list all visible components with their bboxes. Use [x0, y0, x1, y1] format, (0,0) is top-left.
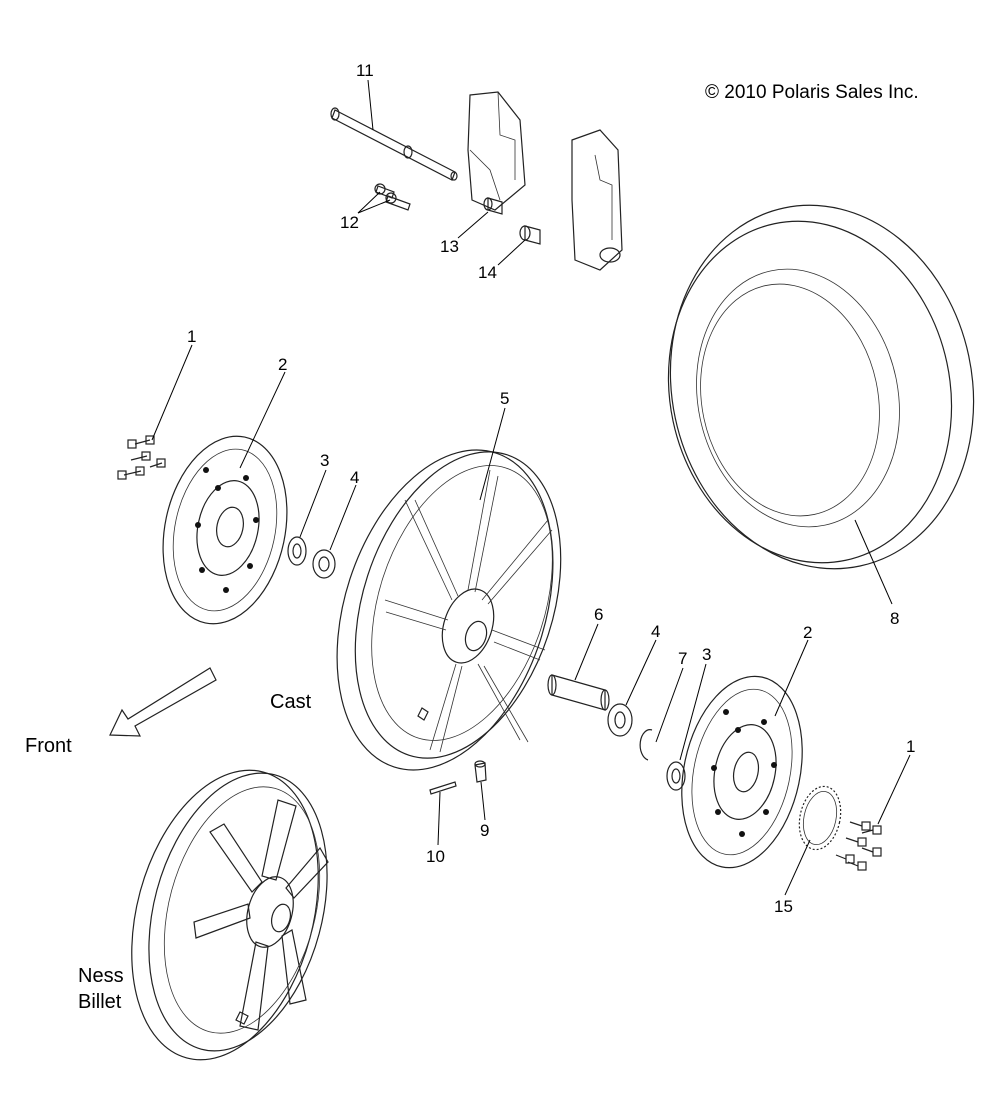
callout-13: 13 — [440, 237, 459, 256]
right-bearing — [607, 703, 633, 737]
left-seal — [287, 536, 307, 566]
callout-15: 15 — [774, 897, 793, 916]
leader-8 — [854, 519, 893, 605]
callout-4a: 4 — [350, 468, 359, 487]
right-brake-rotor — [681, 675, 803, 869]
pinch-bolts — [374, 183, 411, 211]
callout-12: 12 — [340, 213, 359, 232]
callout-3b: 3 — [702, 645, 711, 664]
leader-5 — [479, 407, 506, 501]
leader-1b — [877, 754, 911, 825]
leader-15 — [784, 839, 811, 896]
leader-1a — [151, 344, 193, 441]
leader-4a — [329, 484, 357, 551]
label-ness-line1: Ness — [78, 965, 124, 987]
leader-7 — [655, 667, 684, 743]
callout-5: 5 — [500, 389, 509, 408]
axle-spacer-13 — [483, 197, 503, 215]
cast-wheel — [336, 449, 562, 771]
leader-11 — [367, 79, 374, 131]
callout-9: 9 — [480, 821, 489, 840]
leader-14 — [497, 239, 526, 266]
front-tire — [667, 204, 975, 570]
balance-weight — [429, 781, 457, 795]
valve-stem — [474, 760, 487, 783]
right-fork-leg — [571, 129, 623, 271]
left-rotor-bolts — [117, 435, 166, 480]
callout-1b: 1 — [906, 737, 915, 756]
front-direction-arrow — [109, 667, 217, 737]
leader-4b — [625, 639, 657, 706]
front-axle — [330, 107, 458, 181]
callout-2b: 2 — [803, 623, 812, 642]
callout-2a: 2 — [278, 355, 287, 374]
leader-3a — [299, 469, 327, 538]
callout-6: 6 — [594, 605, 603, 624]
leader-3b — [679, 663, 707, 761]
leader-9 — [480, 781, 486, 821]
leader-2a — [239, 371, 286, 469]
callout-8: 8 — [890, 609, 899, 628]
leader-13 — [457, 211, 489, 239]
right-seal — [666, 761, 686, 791]
callout-4b: 4 — [651, 622, 660, 641]
label-cast: Cast — [270, 691, 312, 713]
callout-7: 7 — [678, 649, 687, 668]
leader-12a — [357, 191, 381, 214]
label-front: Front — [25, 735, 72, 757]
copyright-text: © 2010 Polaris Sales Inc. — [705, 82, 919, 103]
left-brake-rotor — [162, 435, 288, 625]
right-rotor-bolts — [835, 821, 882, 871]
ness-billet-wheel — [131, 769, 329, 1061]
retaining-ring — [639, 729, 653, 761]
leader-6 — [574, 623, 599, 681]
callout-1a: 1 — [187, 327, 196, 346]
callout-10: 10 — [426, 847, 445, 866]
leader-10 — [437, 791, 441, 846]
wheel-spacer-sleeve — [547, 674, 610, 711]
left-fork-leg — [467, 91, 526, 211]
leader-12b — [357, 199, 391, 214]
callout-14: 14 — [478, 263, 497, 282]
leader-2b — [774, 639, 809, 717]
label-ness-line2: Billet — [78, 991, 122, 1013]
callout-3a: 3 — [320, 451, 329, 470]
abs-tone-ring — [798, 785, 842, 851]
left-bearing — [312, 549, 336, 579]
callout-11: 11 — [356, 61, 374, 80]
